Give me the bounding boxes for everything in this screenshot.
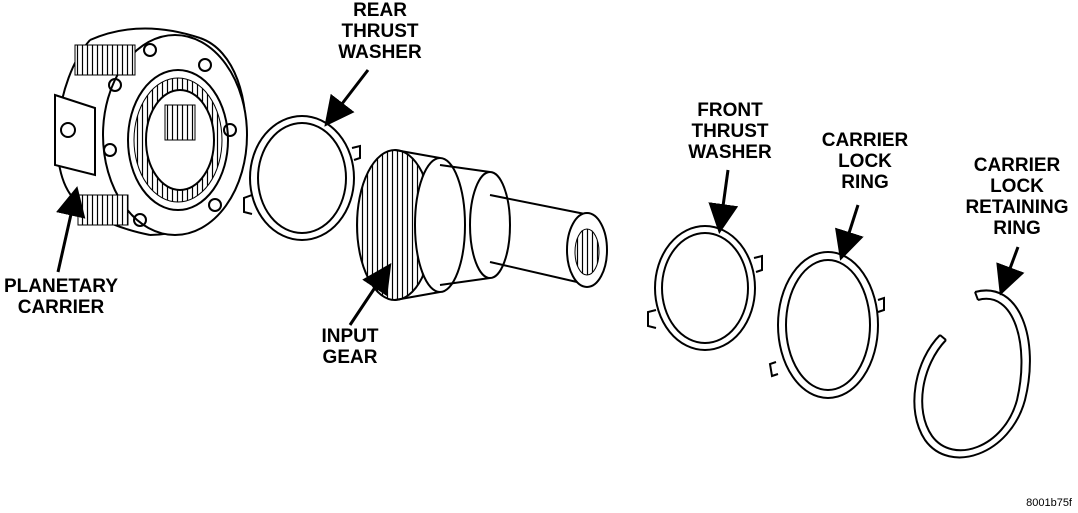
arrow-front-thrust-washer bbox=[708, 169, 739, 234]
arrow-carrier-lock-retaining-ring bbox=[996, 246, 1025, 296]
label-rear-thrust-washer: REAR THRUST WASHER bbox=[338, 0, 422, 63]
arrow-carrier-lock-ring bbox=[835, 204, 864, 261]
label-front-thrust-washer: FRONT THRUST WASHER bbox=[688, 100, 772, 163]
arrow-planetary-carrier bbox=[56, 186, 86, 273]
planetary-carrier-part bbox=[54, 27, 248, 236]
label-carrier-lock-ring: CARRIER LOCK RING bbox=[821, 130, 909, 193]
label-planetary-carrier: PLANETARY CARRIER bbox=[4, 276, 118, 318]
input-gear-part bbox=[356, 149, 608, 301]
label-input-gear: INPUT GEAR bbox=[321, 326, 379, 368]
carrier-lock-ring-part bbox=[768, 251, 885, 399]
arrow-rear-thrust-washer bbox=[324, 69, 370, 127]
figure-code: 8001b75f bbox=[1026, 497, 1072, 509]
carrier-lock-retaining-ring-part bbox=[913, 289, 1031, 459]
label-carrier-lock-retaining-ring: CARRIER LOCK RETAINING RING bbox=[965, 155, 1069, 239]
front-thrust-washer-part bbox=[647, 225, 763, 351]
rear-thrust-washer-part bbox=[243, 115, 361, 241]
leader-arrows bbox=[56, 69, 1025, 326]
arrow-input-gear bbox=[348, 263, 392, 326]
